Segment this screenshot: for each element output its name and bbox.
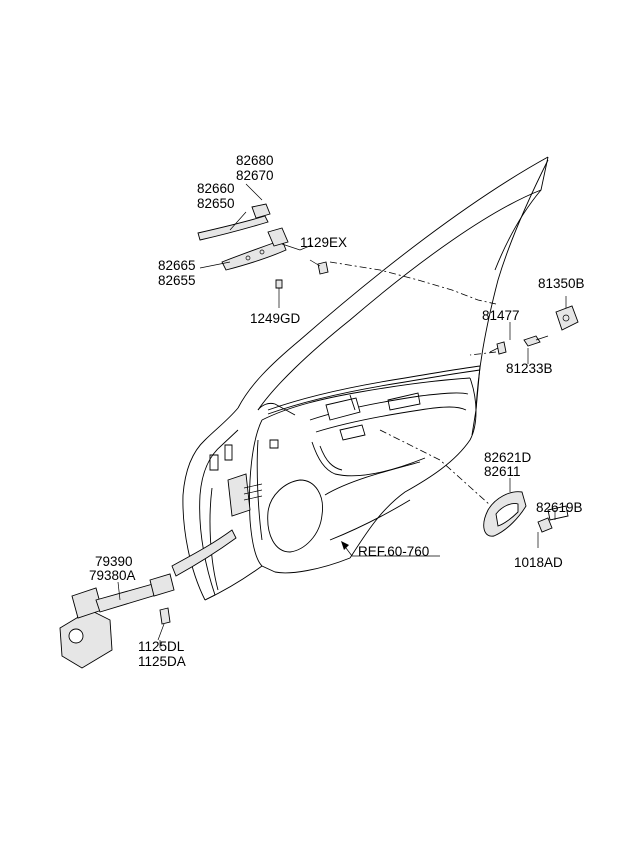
label-79380A: 79380A <box>89 568 136 583</box>
label-82670: 82670 <box>236 168 274 183</box>
label-1249GD: 1249GD <box>250 311 301 326</box>
label-82650: 82650 <box>197 196 235 211</box>
label-82611: 82611 <box>484 464 521 479</box>
label-ref-60-760: REF.60-760 <box>358 544 429 559</box>
label-1125DL: 1125DL <box>138 639 185 654</box>
part-labels: 82680 82670 82660 82650 1129EX 82665 826… <box>89 153 585 669</box>
label-1125DA: 1125DA <box>138 654 186 669</box>
door-checker-group <box>59 529 237 669</box>
label-82621D: 82621D <box>484 450 532 465</box>
label-82665: 82665 <box>158 258 196 273</box>
label-1018AD: 1018AD <box>514 555 563 570</box>
outside-handle-group <box>197 203 329 296</box>
inside-handle-group <box>483 491 569 537</box>
label-1129EX: 1129EX <box>300 235 347 250</box>
leader-lines <box>117 183 567 648</box>
door-panel <box>182 156 549 601</box>
label-82680: 82680 <box>236 153 274 168</box>
label-79390: 79390 <box>95 554 133 569</box>
label-81233B: 81233B <box>506 361 553 376</box>
label-82619B: 82619B <box>536 500 583 515</box>
label-82655: 82655 <box>158 273 196 288</box>
label-81350B: 81350B <box>538 276 585 291</box>
label-82660: 82660 <box>197 181 235 196</box>
label-81477: 81477 <box>482 308 520 323</box>
striker-group <box>489 305 579 355</box>
